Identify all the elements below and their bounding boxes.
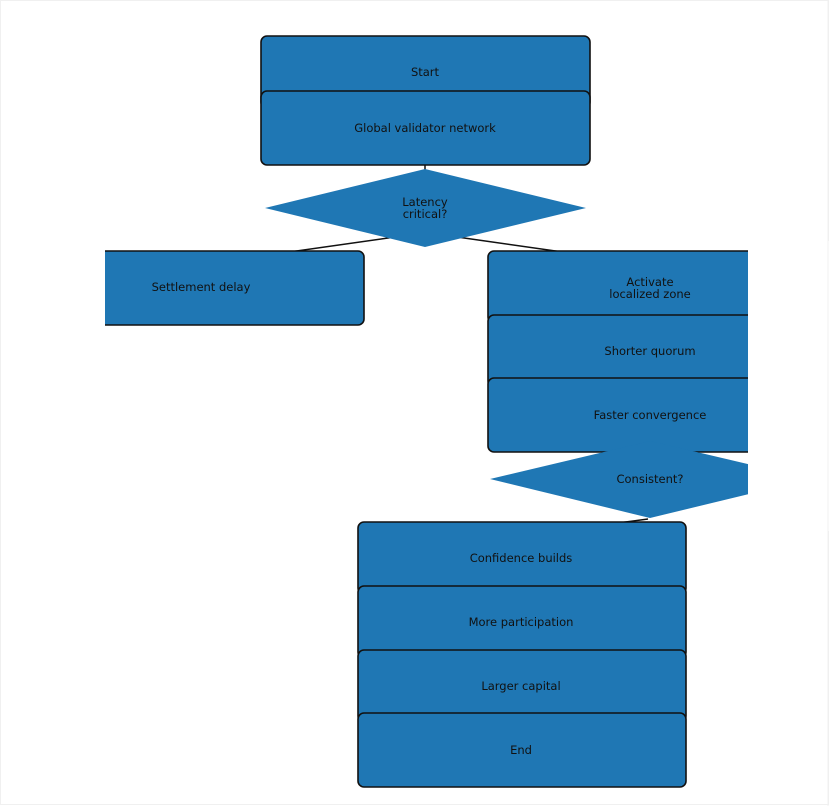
latency-critical-label-line-1: Latency xyxy=(402,195,448,209)
confidence-builds-label: Confidence builds xyxy=(470,551,573,565)
start-label: Start xyxy=(411,65,440,79)
end-box xyxy=(357,712,687,788)
larger-capital-label: Larger capital xyxy=(481,679,560,693)
consistent-diamond xyxy=(490,441,811,518)
node-confidence-builds: Confidence builds xyxy=(357,521,687,595)
node-latency-critical: Latency critical? xyxy=(265,169,586,247)
global-validator-network-box xyxy=(260,90,591,166)
more-participation-label: More participation xyxy=(469,615,574,629)
node-end: End xyxy=(357,712,687,788)
latency-critical-diamond xyxy=(265,169,586,247)
latency-critical-label-line-2: critical? xyxy=(403,207,448,221)
consistent-label: Consistent? xyxy=(616,472,683,486)
right-edge-clip xyxy=(748,241,829,531)
faster-convergence-label: Faster convergence xyxy=(594,408,707,422)
node-global-validator-network: Global validator network xyxy=(260,90,591,166)
settlement-delay-label: Settlement delay xyxy=(152,280,251,294)
node-consistent: Consistent? xyxy=(490,441,811,518)
global-validator-network-label: Global validator network xyxy=(354,121,496,135)
node-settlement-delay: Settlement delay xyxy=(1,249,365,329)
node-faster-convergence: Faster convergence xyxy=(487,377,814,453)
node-activate-localized-zone: Activate localized zone xyxy=(487,250,814,324)
node-larger-capital: Larger capital xyxy=(357,649,687,723)
activate-localized-zone-label-line-2: localized zone xyxy=(609,287,691,301)
shorter-quorum-label: Shorter quorum xyxy=(604,344,695,358)
activate-localized-zone-label-line-1: Activate xyxy=(626,275,673,289)
node-more-participation: More participation xyxy=(357,585,687,659)
settlement-delay-clip xyxy=(1,249,105,329)
end-label: End xyxy=(510,743,532,757)
